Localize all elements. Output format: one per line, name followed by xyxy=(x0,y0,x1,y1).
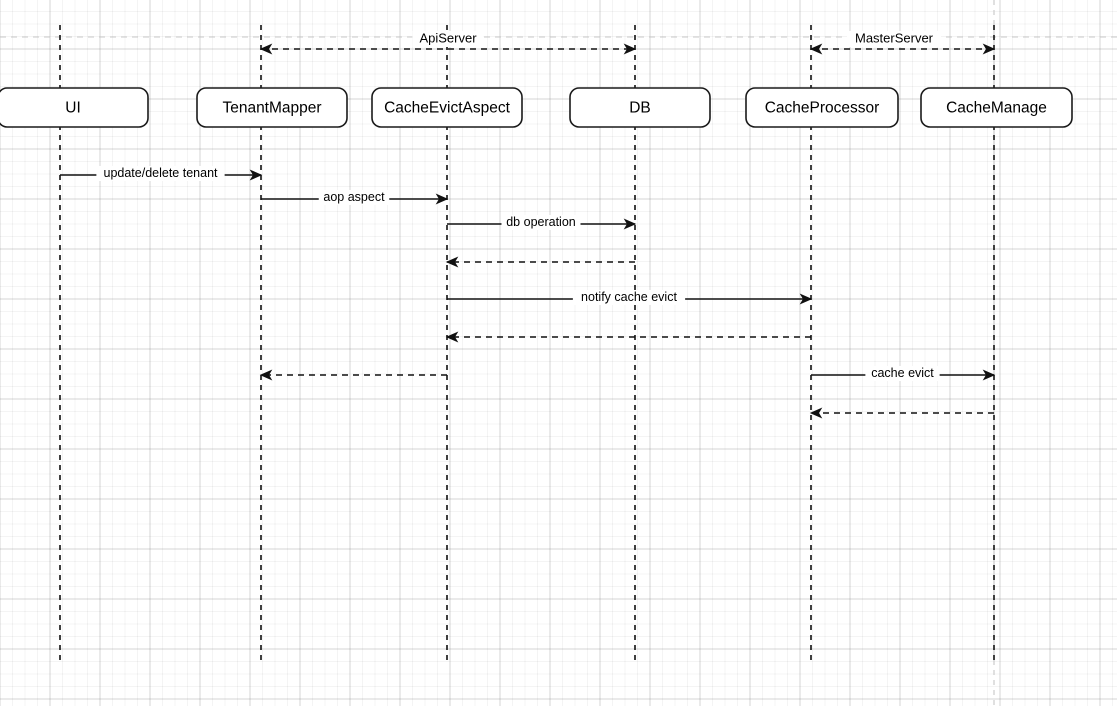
frame-label-bg-masterserver xyxy=(847,31,941,47)
message-label-bg-m1 xyxy=(96,166,225,181)
message-m8: cache evict xyxy=(811,366,996,381)
message-label-m5: notify cache evict xyxy=(581,290,677,304)
message-m5: notify cache evict xyxy=(447,290,813,305)
participant-label-ui: UI xyxy=(65,100,81,117)
frame-arrows-layer: ApiServer MasterServer xyxy=(259,30,996,55)
participant-box-cacheevict[interactable] xyxy=(371,87,523,128)
participant-cacheevict[interactable]: CacheEvictAspect xyxy=(371,87,523,128)
frame-apiserver: ApiServer xyxy=(259,30,637,55)
participant-cacheproc[interactable]: CacheProcessor xyxy=(745,87,899,128)
message-m1: update/delete tenant xyxy=(60,166,263,181)
participant-label-cacheproc: CacheProcessor xyxy=(765,100,880,117)
message-label-bg-m3 xyxy=(501,215,581,230)
message-label-bg-m8 xyxy=(865,366,940,381)
participant-box-ui[interactable] xyxy=(0,87,149,128)
message-label-bg-m5 xyxy=(572,290,686,305)
message-label-m3: db operation xyxy=(506,215,576,229)
message-label-m2: aop aspect xyxy=(323,190,385,204)
participant-db[interactable]: DB xyxy=(569,87,711,128)
messages-layer: update/delete tenant aop aspect db operati… xyxy=(60,166,996,419)
message-label-m1: update/delete tenant xyxy=(104,166,219,180)
lifelines-layer xyxy=(59,25,995,664)
frame-label-masterserver: MasterServer xyxy=(855,30,934,45)
participant-box-db[interactable] xyxy=(569,87,711,128)
participant-ui[interactable]: UI xyxy=(0,87,149,128)
participant-box-cacheproc[interactable] xyxy=(745,87,899,128)
frame-masterserver: MasterServer xyxy=(809,30,996,55)
participant-box-tenantmapper[interactable] xyxy=(196,87,348,128)
frame-label-bg-apiserver xyxy=(412,31,484,47)
participant-box-cachemanage[interactable] xyxy=(920,87,1073,128)
participant-label-cachemanage: CacheManage xyxy=(946,100,1047,117)
message-label-bg-m2 xyxy=(318,190,390,205)
participant-label-tenantmapper: TenantMapper xyxy=(222,100,321,117)
frame-label-apiserver: ApiServer xyxy=(419,30,477,45)
participant-boxes-layer: UI TenantMapper CacheEvictAspect DB CachePro… xyxy=(0,87,1073,128)
participant-tenantmapper[interactable]: TenantMapper xyxy=(196,87,348,128)
message-m3: db operation xyxy=(447,215,637,230)
participant-label-db: DB xyxy=(629,100,651,117)
message-m2: aop aspect xyxy=(261,190,449,205)
message-label-m8: cache evict xyxy=(871,366,934,380)
participant-cachemanage[interactable]: CacheManage xyxy=(920,87,1073,128)
participant-label-cacheevict: CacheEvictAspect xyxy=(384,100,510,117)
